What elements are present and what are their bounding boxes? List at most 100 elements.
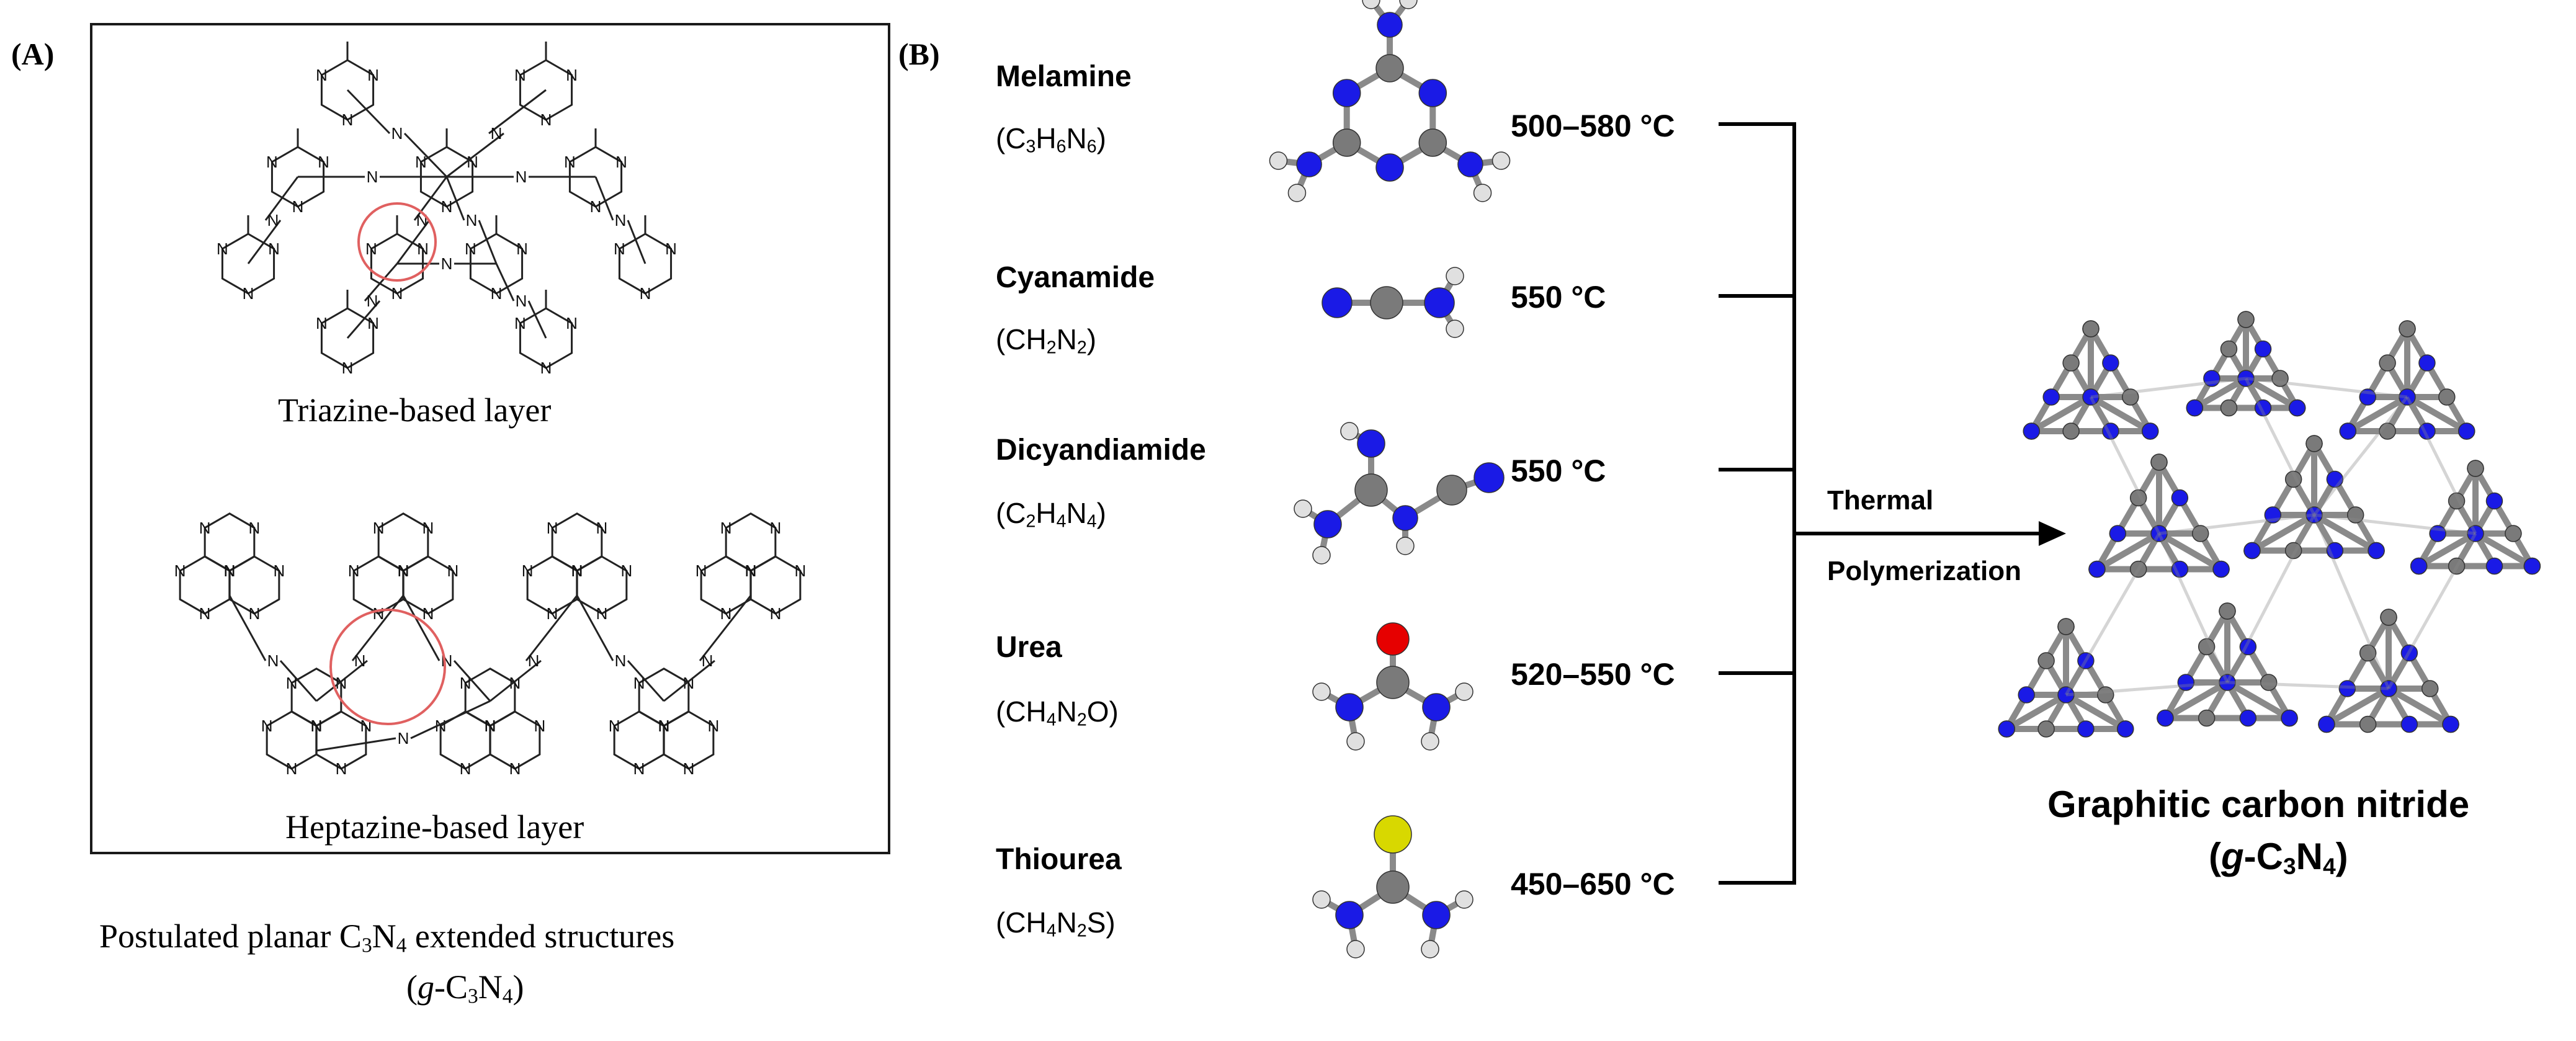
- stick-bond: [2191, 375, 2249, 411]
- atom-n: N: [514, 314, 526, 333]
- nitrogen-atom: [1998, 720, 2016, 738]
- triazine-ring: [320, 307, 375, 369]
- atom-n: N: [367, 66, 379, 84]
- nitrogen-atom: [2212, 560, 2230, 578]
- panel-a-label: (A): [11, 37, 55, 71]
- carbon-atom: [2448, 492, 2466, 510]
- network-link: [2387, 532, 2477, 690]
- atom-n: N: [571, 561, 583, 580]
- bond: [627, 660, 665, 702]
- atom-n: N: [516, 239, 528, 258]
- atom-n: N: [566, 314, 578, 333]
- atom-n: N: [318, 153, 329, 171]
- sulfur-atom: [1374, 815, 1412, 854]
- atom-n: N: [422, 519, 434, 537]
- hydrogen-atom: [1491, 151, 1511, 170]
- hydrogen-atom: [1421, 732, 1439, 751]
- atom-n: N: [286, 674, 298, 692]
- stick-bond: [2386, 686, 2454, 728]
- atom-n: N: [398, 729, 409, 748]
- carbon-atom: [2399, 320, 2416, 337]
- oxygen-atom: [1376, 622, 1410, 656]
- bond: [490, 659, 542, 702]
- atom-n: N: [348, 561, 360, 580]
- atom-n: N: [596, 604, 608, 623]
- stick-bond: [2472, 530, 2536, 570]
- atom-n: N: [528, 651, 540, 670]
- carbon-atom: [2219, 602, 2236, 620]
- carbon-atom: [2448, 557, 2466, 575]
- precursor-formula-dicyandiamide: (C2H4N4): [996, 497, 1106, 532]
- atom-n: N: [614, 239, 625, 258]
- atom-n: N: [770, 604, 782, 623]
- triazine-ring: [519, 59, 573, 121]
- bond: [228, 595, 267, 661]
- nitrogen-atom: [2523, 557, 2541, 575]
- atom-n: N: [609, 717, 620, 735]
- nitrogen-atom: [2057, 686, 2075, 704]
- network-link: [2089, 396, 2161, 535]
- panel-a-caption-formula: (g-C3N4): [406, 968, 524, 1008]
- atom-n: N: [571, 561, 583, 580]
- nitrogen-atom: [2186, 399, 2204, 417]
- stick-bond: [2028, 394, 2094, 434]
- atom-n: N: [373, 519, 385, 537]
- atom-n: N: [564, 153, 576, 171]
- precursor-formula-thiourea: (CH4N2S): [996, 906, 1116, 941]
- atom-n: N: [342, 359, 354, 377]
- atom-n: N: [720, 604, 732, 623]
- atom-n: N: [460, 674, 472, 692]
- triazine-ring: [568, 146, 623, 208]
- bond: [403, 132, 448, 178]
- atom-n: N: [491, 284, 503, 303]
- nitrogen-atom: [2288, 399, 2306, 417]
- nitrogen-atom: [2077, 720, 2095, 738]
- precursor-name-cyanamide: Cyanamide: [996, 261, 1155, 294]
- bond: [279, 660, 318, 702]
- hydrogen-atom: [1446, 267, 1464, 285]
- bond: [525, 595, 578, 661]
- bond: [413, 176, 448, 221]
- nitrogen-atom: [2400, 715, 2418, 733]
- network-link: [2314, 513, 2476, 535]
- atom-n: N: [342, 110, 354, 129]
- bond: [453, 660, 491, 702]
- network-link: [2158, 513, 2315, 535]
- hydrogen-atom: [1340, 422, 1359, 440]
- network-link: [2227, 681, 2389, 690]
- atom-n: N: [267, 211, 279, 230]
- atom-n: N: [311, 717, 323, 735]
- hydrogen-atom: [1396, 537, 1415, 555]
- atom-n: N: [695, 561, 707, 580]
- carbon-atom: [2260, 674, 2278, 691]
- nitrogen-atom: [2429, 525, 2446, 542]
- bond: [576, 595, 614, 661]
- nitrogen-atom: [2018, 686, 2035, 704]
- hydrogen-atom: [1399, 0, 1418, 9]
- arrow-label-polymerization: Polymerization: [1827, 556, 2021, 586]
- precursor-name-urea: Urea: [996, 631, 1062, 664]
- atom-n: N: [441, 197, 453, 216]
- atom-n: N: [516, 292, 527, 310]
- stick-bond: [2093, 530, 2162, 573]
- carbon-atom: [1376, 870, 1410, 904]
- triazine-void-highlight: [357, 202, 437, 282]
- precursor-name-melamine: Melamine: [996, 60, 1132, 93]
- nitrogen-atom: [2457, 422, 2475, 440]
- atom-n: N: [249, 604, 261, 623]
- panel-a-frame: [90, 23, 890, 854]
- carbon-atom: [2220, 340, 2238, 358]
- nitrogen-atom: [1332, 79, 1361, 107]
- nitrogen-atom: [2150, 525, 2168, 542]
- nitrogen-atom: [2254, 340, 2272, 358]
- heptazine-subring: [489, 710, 541, 770]
- heptazine-subring: [228, 555, 280, 615]
- carbon-atom: [2198, 638, 2216, 656]
- carbon-atom: [1354, 473, 1388, 507]
- nitrogen-atom: [2116, 720, 2134, 738]
- stick-bond: [2404, 394, 2470, 434]
- atom-n: N: [620, 561, 632, 580]
